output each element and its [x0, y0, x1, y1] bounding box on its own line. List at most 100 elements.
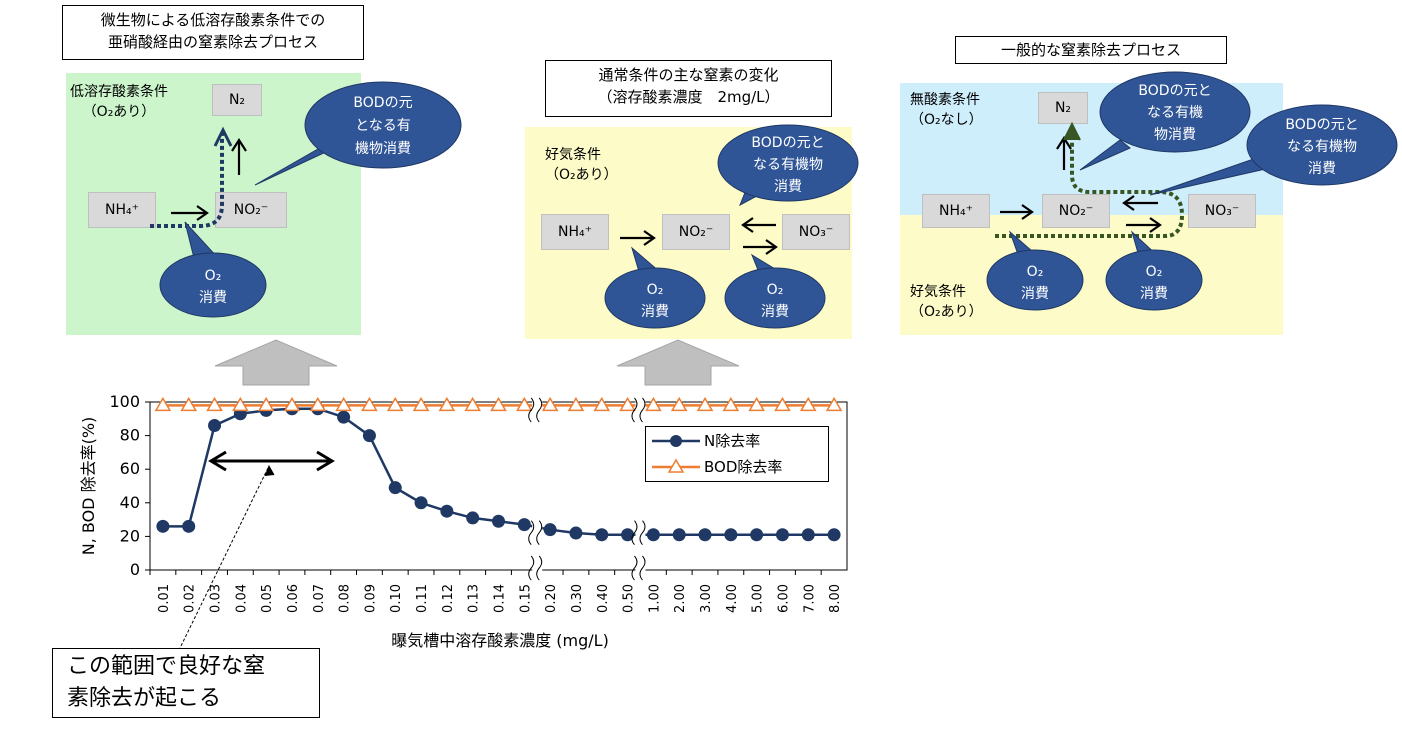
mid-o2-bubble-a: O₂ 消費	[604, 246, 706, 329]
x-tick-label: 0.10	[389, 584, 404, 613]
left-bod-bubble: BODの元 となる有 機物消費	[254, 81, 462, 186]
bod-removal-point	[645, 396, 662, 412]
mid-o2-bubble-b: O₂ 消費	[724, 253, 826, 329]
x-tick-label: 3.00	[699, 584, 714, 613]
mid-bod-bubble-line1: BODの元と	[751, 135, 824, 151]
x-tick-label: 0.02	[183, 584, 198, 613]
left-o2-bubble-line2: 消費	[199, 290, 227, 306]
right-bod1-line2: なる有機	[1147, 105, 1203, 121]
break-gap	[532, 398, 543, 422]
aerobic-condition-line1: 好気条件	[545, 147, 601, 163]
bod-removal-point	[593, 396, 611, 412]
legend-n-marker	[670, 435, 682, 447]
break-gap	[532, 520, 543, 545]
bod-removal-point	[541, 396, 559, 412]
n-removal-point	[801, 528, 815, 542]
aerobic-zone	[900, 215, 1283, 335]
n-removal-point	[569, 526, 583, 540]
right-bod1-line1: BODの元と	[1138, 83, 1211, 99]
x-tick-label: 8.00	[828, 584, 843, 613]
bod-removal-point	[283, 396, 301, 412]
left-nh4-box: NH₄⁺	[88, 192, 156, 228]
break-gap	[635, 520, 646, 545]
mid-o2b-line1: O₂	[767, 282, 784, 298]
bod-removal-point	[619, 396, 636, 412]
mid-o2a-line2: 消費	[641, 304, 669, 320]
right-aerobic-condition: 好気条件 （O₂あり）	[910, 282, 983, 322]
y-tick-label: 100	[109, 392, 140, 411]
n-removal-point	[414, 496, 428, 510]
x-tick-label: 0.01	[157, 584, 172, 613]
left-up-arrow	[214, 339, 338, 386]
x-tick-label: 0.40	[596, 584, 611, 613]
bod-removal-point	[206, 396, 223, 412]
right-bod-bubble-2: BODの元と なる有機物 消費	[1149, 104, 1398, 196]
normal-condition-title: 通常条件の主な窒素の変化 （溶存酸素濃度 2mg/L）	[545, 60, 832, 117]
low-oxygen-title: 微生物による低溶存酸素条件での 亜硝酸経由の窒素除去プロセス	[62, 5, 364, 60]
low-oxygen-title-line1: 微生物による低溶存酸素条件での	[100, 11, 326, 29]
break-gap	[635, 398, 646, 422]
n-removal-point	[698, 528, 712, 542]
bod-removal-point	[825, 396, 843, 412]
x-tick-label: 0.15	[518, 584, 533, 613]
x-tick-label: 0.07	[312, 584, 327, 613]
n-removal-point	[672, 528, 686, 542]
right-o2-bubble-a: O₂ 消費	[986, 230, 1084, 311]
n-removal-point	[621, 528, 635, 542]
bod-removal-point	[464, 396, 481, 412]
x-tick-label: 0.14	[493, 584, 508, 613]
bod-removal-point	[670, 396, 688, 412]
bod-removal-point	[774, 396, 791, 412]
right-no2-box: NO₂⁻	[1042, 194, 1110, 228]
y-tick-label: 60	[120, 459, 140, 478]
x-tick-label: 4.00	[725, 584, 740, 613]
x-tick-label: 0.13	[467, 584, 482, 613]
left-bod-bubble-line3: 機物消費	[355, 141, 411, 157]
y-tick-label: 0	[130, 560, 140, 579]
right-nh4-box: NH₄⁺	[922, 194, 990, 228]
aerobic-condition-line2: （O₂あり）	[545, 167, 618, 183]
bod-removal-point	[386, 396, 404, 412]
x-tick-label: 5.00	[751, 584, 766, 613]
series-lines	[154, 396, 843, 542]
n-removal-point	[827, 528, 841, 542]
x-tick-label: 0.30	[570, 584, 585, 613]
n-removal-point	[543, 523, 557, 537]
y-axis-label: N, BOD 除去率(%)	[79, 417, 98, 556]
mid-o2a-line1: O₂	[647, 282, 664, 298]
y-tick-label: 40	[120, 493, 140, 512]
n-removal-point	[775, 528, 789, 542]
note-box: この範囲で良好な窒 素除去が起こる	[52, 648, 320, 718]
break-mark	[536, 520, 543, 546]
normal-condition-title-line1: 通常条件の主な窒素の変化	[598, 66, 779, 84]
break-mark	[639, 520, 646, 546]
x-tick-label: 6.00	[776, 584, 791, 613]
note-leader-line	[179, 467, 269, 649]
right-bod1-line3: 物消費	[1154, 127, 1196, 143]
low-oxygen-condition: 低溶存酸素条件 （O₂あり）	[70, 82, 168, 122]
mid-bod-bubble-line2: なる有機物	[753, 157, 823, 173]
right-bod2-line3: 消費	[1308, 161, 1336, 177]
break-mark	[528, 397, 535, 423]
anoxic-condition-line1: 無酸素条件	[910, 92, 980, 108]
mid-bod-bubble-line3: 消費	[774, 179, 802, 195]
n-removal-point	[362, 429, 376, 443]
n-removal-point	[440, 504, 454, 518]
x-tick-label: 0.09	[363, 584, 378, 613]
x-tick-label: 2.00	[673, 584, 688, 613]
break-gap	[532, 556, 543, 580]
bod-removal-point	[438, 396, 456, 412]
low-oxygen-title-line2: 亜硝酸経由の窒素除去プロセス	[107, 33, 318, 51]
right-dotted-pathway	[995, 132, 1185, 238]
normal-condition-title-line2: （溶存酸素濃度 2mg/L）	[597, 88, 780, 106]
bod-removal-point	[696, 396, 714, 412]
y-tick-label: 20	[120, 526, 140, 545]
left-n2-box: N₂	[212, 84, 262, 116]
bod-removal-point	[799, 396, 817, 412]
x-tick-label: 1.00	[647, 584, 662, 613]
break-mark	[639, 555, 646, 581]
